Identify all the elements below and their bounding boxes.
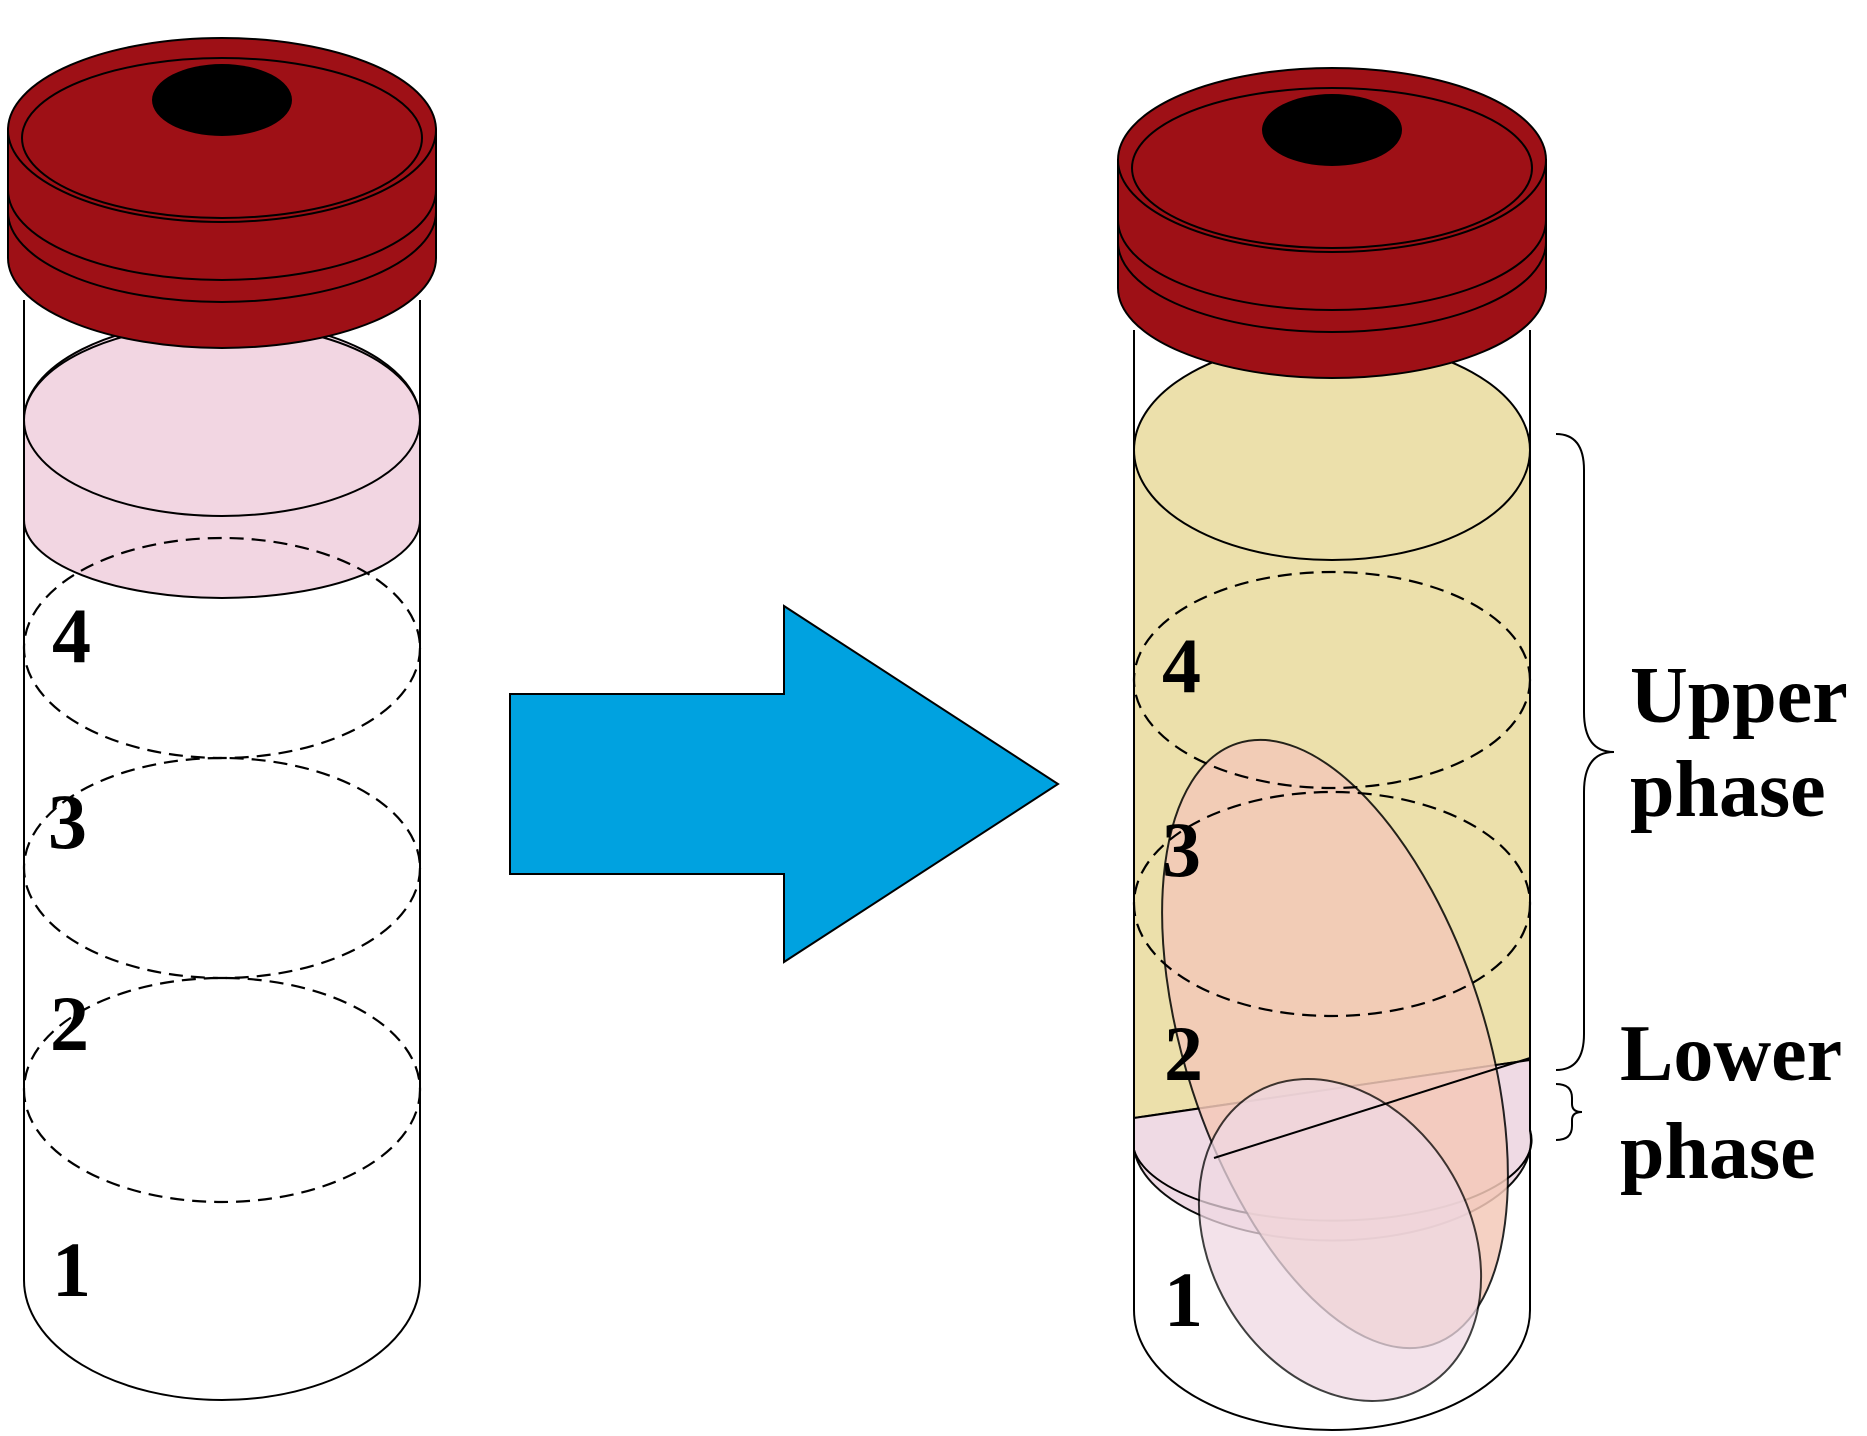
left-vial-level-4: 4: [52, 592, 91, 679]
left-vial-pink-surface: [23, 323, 421, 517]
transition-arrow: [509, 604, 1060, 964]
right-vial-level-1: 1: [1164, 1256, 1203, 1343]
left-vial: 4 3 2 1: [7, 37, 437, 1401]
right-vial-level-2: 2: [1164, 1010, 1203, 1097]
left-vial-cap: [7, 37, 437, 349]
left-vial-glass: [23, 300, 421, 1401]
left-vial-level-1: 1: [52, 1226, 91, 1313]
lower-phase-label-line2: phase: [1620, 1108, 1816, 1196]
right-vial: 4 3 2 1: [1117, 67, 1547, 1431]
left-vial-level-ring-2: [22, 976, 422, 1204]
right-vial-cap-hole: [1262, 94, 1402, 166]
right-vial-level-ring-4: [1132, 570, 1532, 790]
left-vial-level-ring-4: [22, 536, 422, 760]
left-vial-level-3: 3: [48, 778, 87, 865]
upper-phase-label-line1: Upper: [1630, 652, 1848, 740]
right-vial-level-ring-3: [1132, 790, 1532, 1018]
right-vial-cap: [1117, 67, 1547, 379]
upper-phase-brace: [1555, 433, 1615, 1071]
upper-phase-label-line2: phase: [1630, 746, 1826, 834]
right-vial-glass: [1133, 330, 1531, 1431]
right-vial-level-3: 3: [1162, 806, 1201, 893]
right-vial-level-4: 4: [1162, 622, 1201, 709]
left-vial-level-2: 2: [50, 980, 89, 1067]
left-vial-level-ring-3: [22, 756, 422, 980]
lower-phase-brace: [1555, 1083, 1583, 1141]
lower-phase-label-line1: Lower: [1620, 1010, 1842, 1098]
left-vial-cap-hole: [152, 64, 292, 136]
right-vial-interface-line: [1213, 1057, 1531, 1159]
right-vial-lower-phase-bottom: [1197, 1078, 1483, 1402]
